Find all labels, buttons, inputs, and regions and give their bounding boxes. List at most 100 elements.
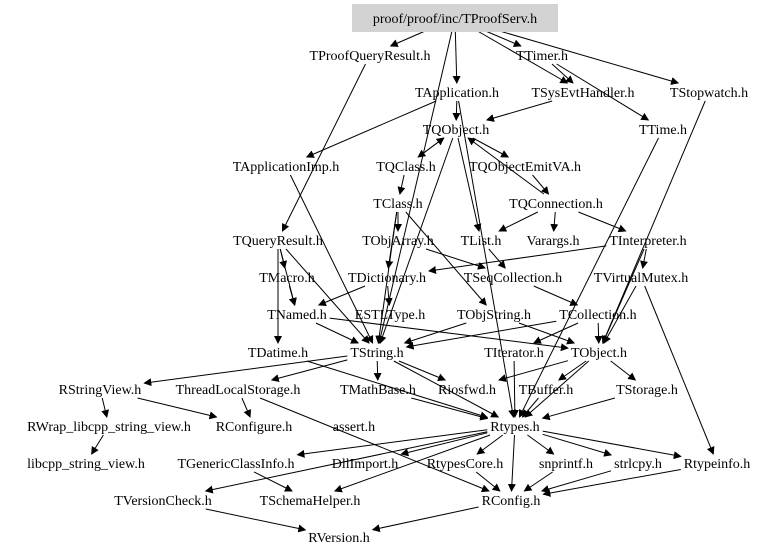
edge-tapplicationimp-to-tstring [289,174,374,344]
edge-rwrap-to-libcpp [91,434,104,455]
node-tqconnection[interactable]: TQConnection.h [509,197,603,212]
edge-root-to-tsysevthandler [470,26,569,84]
edge-tinterpreter-to-tobject [602,248,645,344]
node-tqobjectemitva[interactable]: TQObjectEmitVA.h [469,160,581,175]
node-tclass[interactable]: TClass.h [373,197,422,212]
node-label: TProofQueryResult.h [310,49,431,64]
edge-tqclass-to-tqobject [417,137,445,158]
edge-rtypeinfo-to-rconfig [542,469,681,497]
node-tsysevthandler[interactable]: TSysEvtHandler.h [531,86,634,101]
edge-rtypes-to-rconfig [507,434,516,492]
edge-tproofqueryresult-to-tqueryresult [282,63,366,232]
edge-rtypes-to-tversioncheck [204,431,488,494]
node-rtypescore[interactable]: RtypesCore.h [427,457,504,472]
node-tstopwatch[interactable]: TStopwatch.h [670,86,748,101]
node-varargs[interactable]: Varargs.h [526,234,579,249]
node-tapplication[interactable]: TApplication.h [415,86,499,101]
edge-ttimer-to-ttime [556,63,650,121]
node-tdatime[interactable]: TDatime.h [248,346,308,361]
node-label: TDatime.h [248,346,308,361]
node-tobjstring[interactable]: TObjString.h [457,308,531,323]
node-label: ESTLType.h [355,308,425,323]
node-ttime[interactable]: TTime.h [639,123,687,138]
node-rstringview[interactable]: RStringView.h [59,383,142,398]
edge-tnamed-to-tstring [315,322,360,344]
edge-rtypes-to-tgenericclassinfo [296,429,488,458]
node-threadlocalstorage[interactable]: ThreadLocalStorage.h [176,383,301,398]
edge-tvirtualmutex-to-rtypeinfo [644,285,715,455]
node-strlcpy[interactable]: strlcpy.h [614,457,662,472]
node-label: Riosfwd.h [438,383,496,398]
edge-tobject-to-tstorage [610,360,637,381]
node-tinterpreter[interactable]: TInterpreter.h [609,234,686,249]
edge-threadlocalstorage-to-rconfigure [241,397,251,418]
node-tmathbase[interactable]: TMathBase.h [340,383,416,398]
node-snprintf[interactable]: snprintf.h [539,457,593,472]
node-rconfig[interactable]: RConfig.h [482,494,541,509]
node-riosfwd[interactable]: Riosfwd.h [438,383,496,398]
node-tobjarray[interactable]: TObjArray.h [362,234,434,249]
edge-rtypes-to-dllimport [400,432,488,457]
edge-rtypes-to-strlcpy [542,433,613,457]
node-tbuffer[interactable]: TBuffer.h [519,383,574,398]
dependency-edges [91,26,715,533]
edge-tcollection-to-tobject [594,322,603,344]
node-label: TTime.h [639,123,687,138]
node-label: libcpp_string_view.h [27,457,145,472]
node-label: TSchemaHelper.h [260,494,361,509]
node-rwrap[interactable]: RWrap_libcpp_string_view.h [27,420,191,435]
edge-ttime-to-rtypes [519,137,659,418]
node-label: assert.h [333,420,375,435]
node-tseqcollection[interactable]: TSeqCollection.h [464,271,562,286]
edge-tstring-to-rtypes [393,360,500,418]
node-tstorage[interactable]: TStorage.h [616,383,678,398]
node-tqueryresult[interactable]: TQueryResult.h [233,234,323,249]
node-titerator[interactable]: TIterator.h [484,346,543,361]
node-rconfigure[interactable]: RConfigure.h [216,420,293,435]
edge-tdictionary-to-estltype [384,285,393,306]
node-ttimer[interactable]: TTimer.h [516,49,568,64]
node-libcpp[interactable]: libcpp_string_view.h [27,457,145,472]
edge-tqobject-to-tqobjectemitva [472,137,510,158]
node-tcollection[interactable]: TCollection.h [559,308,636,323]
node-tschemahelper[interactable]: TSchemaHelper.h [260,494,361,509]
node-tgenericclassinfo[interactable]: TGenericClassInfo.h [177,457,294,472]
node-tmacro[interactable]: TMacro.h [259,271,315,286]
edge-tnamed-to-tobject [329,317,569,352]
edge-tqobjectemitva-to-tqconnection [532,174,550,195]
node-tstring[interactable]: TString.h [350,346,403,361]
node-label: TQConnection.h [509,197,603,212]
node-tqclass[interactable]: TQClass.h [376,160,436,175]
edge-tobject-to-tbuffer [558,360,587,381]
node-tobject[interactable]: TObject.h [571,346,627,361]
node-tproofqueryresult[interactable]: TProofQueryResult.h [310,49,431,64]
node-tdictionary[interactable]: TDictionary.h [348,271,426,286]
node-assert[interactable]: assert.h [333,420,375,435]
node-tvirtualmutex[interactable]: TVirtualMutex.h [594,271,688,286]
node-label: TNamed.h [267,308,326,323]
node-estltype[interactable]: ESTLType.h [355,308,425,323]
node-label: TQClass.h [376,160,436,175]
edge-tcollection-to-tstring [405,320,557,350]
node-rversion[interactable]: RVersion.h [308,531,370,546]
node-label: TObjArray.h [362,234,434,249]
node-rtypeinfo[interactable]: Rtypeinfo.h [684,457,751,472]
node-root[interactable]: proof/proof/inc/TProofServ.h [352,4,558,32]
node-rtypes[interactable]: Rtypes.h [490,420,539,435]
node-label: RWrap_libcpp_string_view.h [27,420,191,435]
node-tlist[interactable]: TList.h [461,234,502,249]
node-label: Rtypes.h [490,420,539,435]
node-tqobject[interactable]: TQObject.h [423,123,489,138]
node-label: TIterator.h [484,346,543,361]
edge-tinterpreter-to-tdictionary [428,245,607,274]
node-label: ThreadLocalStorage.h [176,383,301,398]
node-tversioncheck[interactable]: TVersionCheck.h [114,494,212,509]
node-tapplicationimp[interactable]: TApplicationImp.h [233,160,340,175]
edge-tstring-to-tmathbase [373,360,382,381]
edge-tclass-to-tstring [375,211,398,344]
node-label: strlcpy.h [614,457,662,472]
node-tnamed[interactable]: TNamed.h [267,308,326,323]
node-dllimport[interactable]: DllImport.h [332,457,399,472]
node-label: TApplication.h [415,86,499,101]
